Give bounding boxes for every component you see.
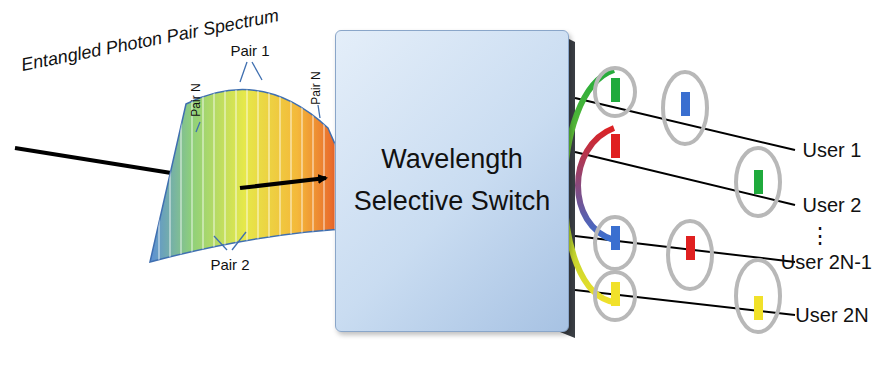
pair-ellipses	[595, 68, 780, 332]
pair-label: Pair N	[189, 83, 203, 116]
spectrum-stripes	[150, 90, 362, 262]
switch-box: Wavelength Selective Switch	[335, 30, 569, 332]
input-beam	[15, 148, 190, 176]
node-text: Wavelength Selective Switch	[336, 139, 568, 223]
pair-label: Pair N	[309, 71, 323, 104]
routing-arc	[578, 128, 614, 240]
pair-pointers	[196, 62, 320, 250]
user-label: User 2N-1	[781, 251, 872, 274]
wavelength-bars	[611, 78, 763, 320]
pair-label: Pair 1	[230, 42, 269, 59]
pair-label: Pair 2	[210, 256, 249, 273]
user-label: User 1	[803, 139, 862, 162]
user-label: User 2N	[795, 304, 868, 327]
spectrum-title: Entangled Photon Pair Spectrum	[19, 5, 280, 76]
user-label: User 2	[803, 194, 862, 217]
ellipsis: ⋮	[809, 223, 831, 249]
beam-arrow	[240, 178, 326, 188]
output-fibers	[575, 98, 795, 315]
spectrum-shape	[150, 90, 362, 262]
